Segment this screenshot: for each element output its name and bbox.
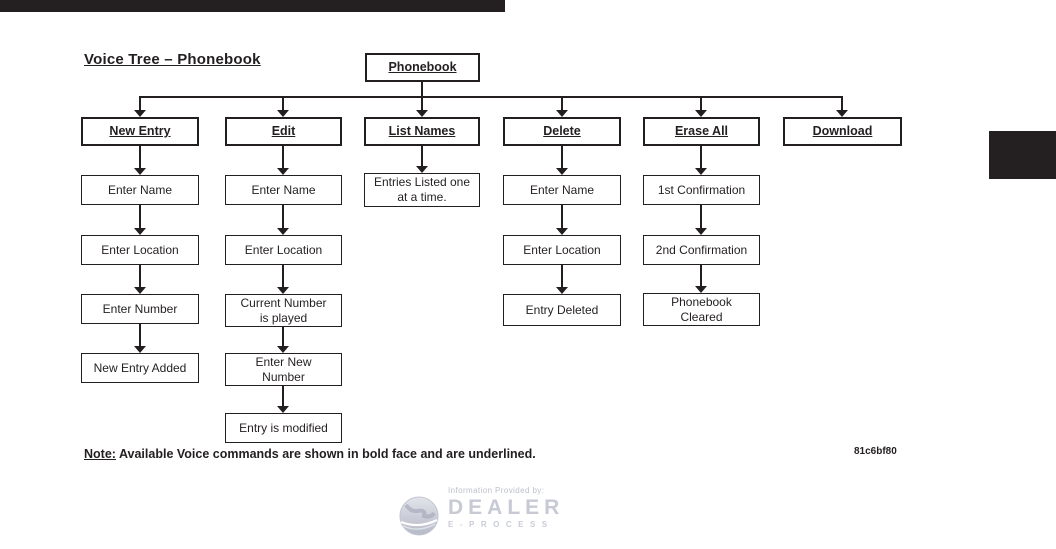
- footnote-label: Note:: [84, 447, 116, 461]
- node-phonebook: Phonebook: [365, 53, 480, 82]
- node-label: Entries Listed one at a time.: [373, 175, 471, 204]
- node-label: Enter New Number: [255, 354, 312, 384]
- node-new-entry-added: New Entry Added: [81, 353, 199, 383]
- node-label: Edit: [271, 123, 296, 138]
- node-label: Current Number is played: [240, 295, 327, 325]
- footnote: Note: Available Voice commands are shown…: [84, 447, 536, 461]
- node-label: 2nd Confirmation: [655, 242, 748, 257]
- arrow-down-icon: [416, 146, 428, 173]
- arrow-down-icon: [134, 265, 146, 294]
- side-redaction-bar: [989, 131, 1056, 179]
- node-label: New Entry Added: [93, 360, 187, 375]
- node-delete-enter-location: Enter Location: [503, 235, 621, 265]
- arrow-down-icon: [134, 96, 146, 117]
- node-erase-all-1st-confirmation: 1st Confirmation: [643, 175, 760, 205]
- connector-root-stub: [421, 82, 423, 97]
- node-edit-entry-modified: Entry is modified: [225, 413, 342, 443]
- arrow-down-icon: [695, 265, 707, 293]
- node-edit: Edit: [225, 117, 342, 146]
- node-label: Entry Deleted: [525, 302, 599, 317]
- node-edit-enter-name: Enter Name: [225, 175, 342, 205]
- arrow-down-icon: [277, 265, 289, 294]
- node-erase-all-2nd-confirmation: 2nd Confirmation: [643, 235, 760, 265]
- node-delete: Delete: [503, 117, 621, 146]
- watermark: Information Provided by: DEALER E-PROCES…: [398, 486, 564, 541]
- connector-horizontal: [140, 96, 843, 98]
- arrow-down-icon: [695, 146, 707, 175]
- node-edit-enter-location: Enter Location: [225, 235, 342, 265]
- node-label: Enter Location: [244, 242, 323, 257]
- arrow-down-icon: [836, 96, 848, 117]
- arrow-down-icon: [277, 386, 289, 413]
- node-label: Download: [812, 123, 873, 138]
- node-new-entry-enter-location: Enter Location: [81, 235, 199, 265]
- arrow-down-icon: [277, 96, 289, 117]
- node-label: Enter Name: [251, 182, 316, 197]
- node-label: New Entry: [109, 123, 171, 138]
- node-edit-current-number-played: Current Number is played: [225, 294, 342, 327]
- arrow-down-icon: [416, 96, 428, 117]
- node-label: List Names: [388, 123, 456, 138]
- page-title: Voice Tree – Phonebook: [84, 51, 261, 68]
- node-label: Enter Location: [523, 242, 601, 257]
- figure-code: 81c6bf80: [854, 446, 897, 457]
- node-label: Enter Location: [101, 242, 179, 257]
- node-list-names-entries-listed: Entries Listed one at a time.: [364, 173, 480, 207]
- arrow-down-icon: [556, 265, 568, 294]
- footnote-text: Available Voice commands are shown in bo…: [118, 447, 536, 461]
- node-label: 1st Confirmation: [657, 182, 746, 197]
- watermark-brand: DEALER: [448, 496, 565, 519]
- arrow-down-icon: [556, 96, 568, 117]
- arrow-down-icon: [277, 205, 289, 235]
- node-erase-all-phonebook-cleared: Phonebook Cleared: [643, 293, 760, 326]
- node-new-entry-enter-number: Enter Number: [81, 294, 199, 324]
- node-label: Enter Name: [107, 182, 173, 197]
- top-redaction-bar: [0, 0, 505, 12]
- node-label: Enter Number: [102, 301, 178, 316]
- arrow-down-icon: [695, 96, 707, 117]
- node-delete-entry-deleted: Entry Deleted: [503, 294, 621, 326]
- watermark-provided-by: Information Provided by:: [448, 486, 545, 495]
- node-label: Erase All: [674, 123, 729, 138]
- node-label: Delete: [543, 123, 581, 138]
- node-erase-all: Erase All: [643, 117, 760, 146]
- watermark-text: Information Provided by: DEALER E-PROCES…: [448, 486, 564, 529]
- arrow-down-icon: [556, 205, 568, 235]
- node-new-entry: New Entry: [81, 117, 199, 146]
- node-download: Download: [783, 117, 902, 146]
- node-label: Phonebook Cleared: [671, 294, 732, 324]
- node-edit-enter-new-number: Enter New Number: [225, 353, 342, 386]
- node-label: Phonebook: [388, 59, 457, 74]
- node-delete-enter-name: Enter Name: [503, 175, 621, 205]
- arrow-down-icon: [277, 146, 289, 175]
- node-label: Entry is modified: [239, 420, 328, 435]
- arrow-down-icon: [134, 146, 146, 175]
- arrow-down-icon: [134, 205, 146, 235]
- arrow-down-icon: [695, 205, 707, 235]
- arrow-down-icon: [134, 324, 146, 353]
- node-new-entry-enter-name: Enter Name: [81, 175, 199, 205]
- arrow-down-icon: [556, 146, 568, 175]
- globe-icon: [399, 496, 439, 536]
- node-label: Enter Name: [529, 182, 595, 197]
- arrow-down-icon: [277, 327, 289, 353]
- watermark-brand-sub: E-PROCESS: [448, 520, 554, 529]
- node-list-names: List Names: [364, 117, 480, 146]
